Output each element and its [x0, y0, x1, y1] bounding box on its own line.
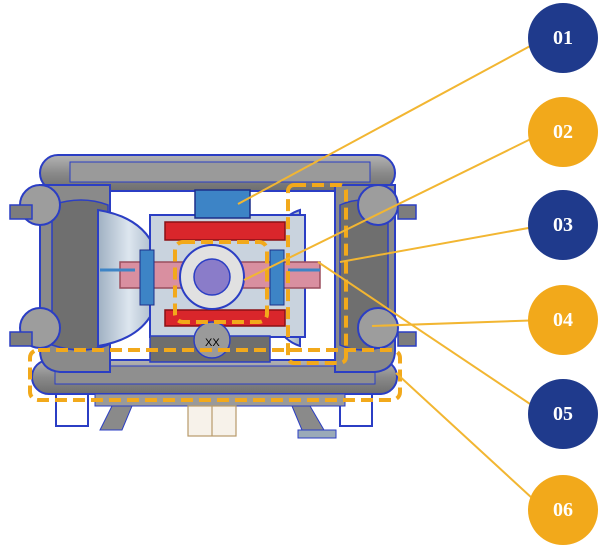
callout-badge-03: 03: [528, 190, 598, 260]
center-housing: [100, 189, 321, 338]
callout-badge-05: 05: [528, 379, 598, 449]
highlight-region-02: [173, 240, 269, 324]
highlight-region-03: [286, 183, 348, 365]
leader-line-05: [317, 261, 546, 415]
highlight-regions: [28, 183, 402, 402]
callout-label-02: 02: [553, 120, 573, 143]
valve-marking: XX: [205, 337, 220, 349]
top-manifold: [39, 154, 396, 192]
callout-label-01: 01: [553, 26, 573, 49]
callout-label-05: 05: [553, 402, 573, 425]
bottom-manifold: [31, 359, 398, 395]
callout-label-04: 04: [553, 308, 573, 331]
callout-badge-02: 02: [528, 97, 598, 167]
callout-label-06: 06: [553, 498, 573, 521]
callout-label-03: 03: [553, 213, 573, 236]
leader-line-03: [339, 224, 546, 263]
callout-badge-01: 01: [528, 3, 598, 73]
base-feet: [55, 393, 373, 439]
leader-lines: [237, 37, 546, 511]
leader-line-01: [237, 37, 546, 205]
callout-badge-06: 06: [528, 475, 598, 545]
highlight-region-06: [28, 348, 402, 402]
callout-badge-04: 04: [528, 285, 598, 355]
side-flanges: [9, 204, 417, 347]
leader-line-02: [243, 131, 546, 281]
leader-line-04: [371, 319, 546, 327]
left-chamber: [19, 184, 111, 373]
leader-line-06: [395, 372, 546, 511]
